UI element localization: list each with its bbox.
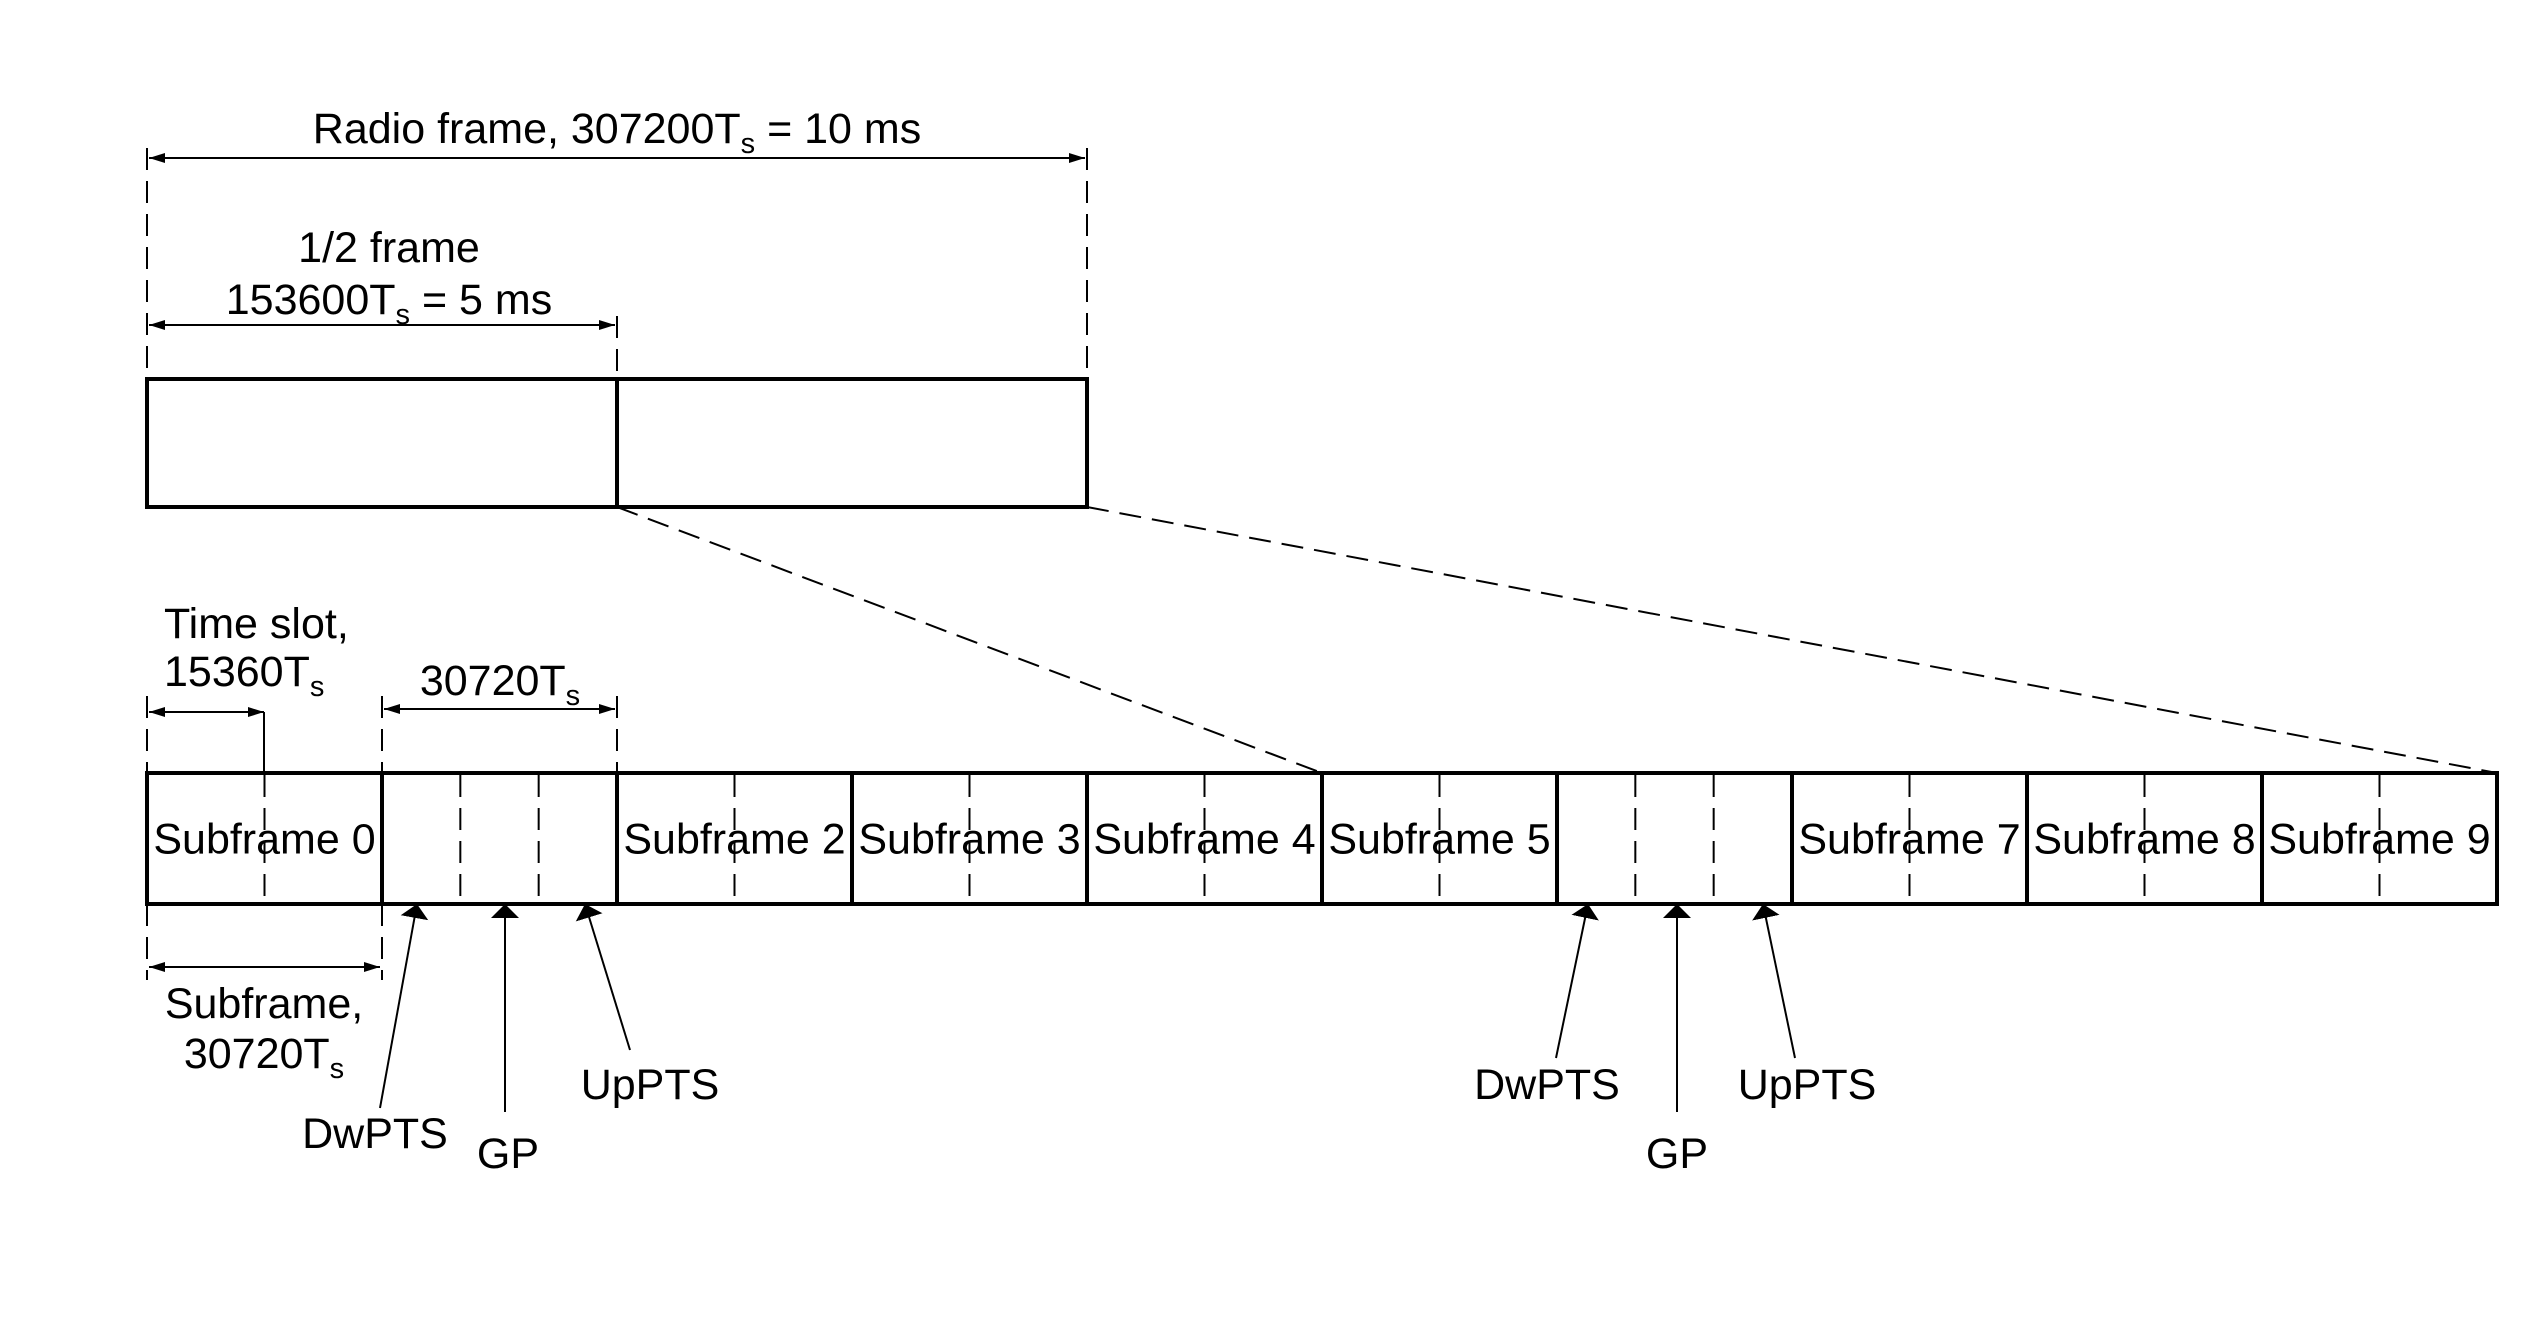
subframe-dimension: Subframe, 30720Ts: [147, 904, 382, 1085]
zoom-lines: [617, 507, 2497, 773]
radio-frame-box: [147, 379, 1087, 507]
subframe-row: Subframe 0 Subframe 2 Subframe 3 Subframe 4…: [147, 773, 2497, 904]
dwpts-arrow: [380, 904, 417, 1108]
subframe-duration-label-line2: 30720Ts: [184, 1030, 344, 1085]
subframe: Subframe 3: [852, 773, 1087, 904]
uppts-label: UpPTS: [581, 1061, 720, 1109]
subframe-label: Subframe 4: [1093, 816, 1315, 864]
uppts-label: UpPTS: [1738, 1061, 1877, 1109]
special-subframe: [1557, 773, 1792, 904]
special-subframe: [382, 773, 617, 904]
uppts-arrow: [585, 904, 630, 1050]
dwpts-label: DwPTS: [1474, 1061, 1620, 1109]
subframe-label: Subframe 9: [2268, 816, 2490, 864]
half-frame-label-line2: 153600Ts = 5 ms: [226, 276, 552, 331]
subframe-label: Subframe 0: [153, 816, 375, 864]
subframe: Subframe 2: [617, 773, 852, 904]
half-frame-dimension: 1/2 frame 153600Ts = 5 ms: [149, 224, 617, 376]
uppts-arrow: [1763, 904, 1795, 1058]
dwpts-label: DwPTS: [302, 1110, 448, 1158]
time-slot-dimension: Time slot, 15360Ts: [147, 600, 349, 773]
gp-label: GP: [1646, 1130, 1708, 1178]
subframe: Subframe 4: [1087, 773, 1322, 904]
special-subframe-duration-label: 30720Ts: [420, 657, 580, 712]
subframe: Subframe 0: [147, 773, 382, 904]
half-frame-label-line1: 1/2 frame: [298, 224, 480, 272]
subframe-label: Subframe 8: [2033, 816, 2255, 864]
subframe-label: Subframe 2: [623, 816, 845, 864]
subframe-label: Subframe 3: [858, 816, 1080, 864]
gp-label: GP: [477, 1130, 539, 1178]
subframe: Subframe 5: [1322, 773, 1557, 904]
subframe: Subframe 7: [1792, 773, 2027, 904]
subframe-label: Subframe 7: [1798, 816, 2020, 864]
radio-frame-label: Radio frame, 307200Ts = 10 ms: [313, 105, 921, 160]
subframe-duration-label-line1: Subframe,: [165, 980, 363, 1028]
subframe-box: [1557, 773, 1792, 904]
subframe: Subframe 8: [2027, 773, 2262, 904]
subframe-box: [382, 773, 617, 904]
special-fields-pointers-2: DwPTS GP UpPTS: [1474, 904, 1876, 1178]
subframe-label: Subframe 5: [1328, 816, 1550, 864]
time-slot-label-line2: 15360Ts: [164, 648, 324, 703]
subframe: Subframe 9: [2262, 773, 2497, 904]
dwpts-arrow: [1556, 904, 1588, 1058]
special-fields-pointers-1: DwPTS GP UpPTS: [302, 904, 719, 1178]
time-slot-label-line1: Time slot,: [164, 600, 349, 648]
special-subframe-dimension: 30720Ts: [382, 657, 617, 773]
